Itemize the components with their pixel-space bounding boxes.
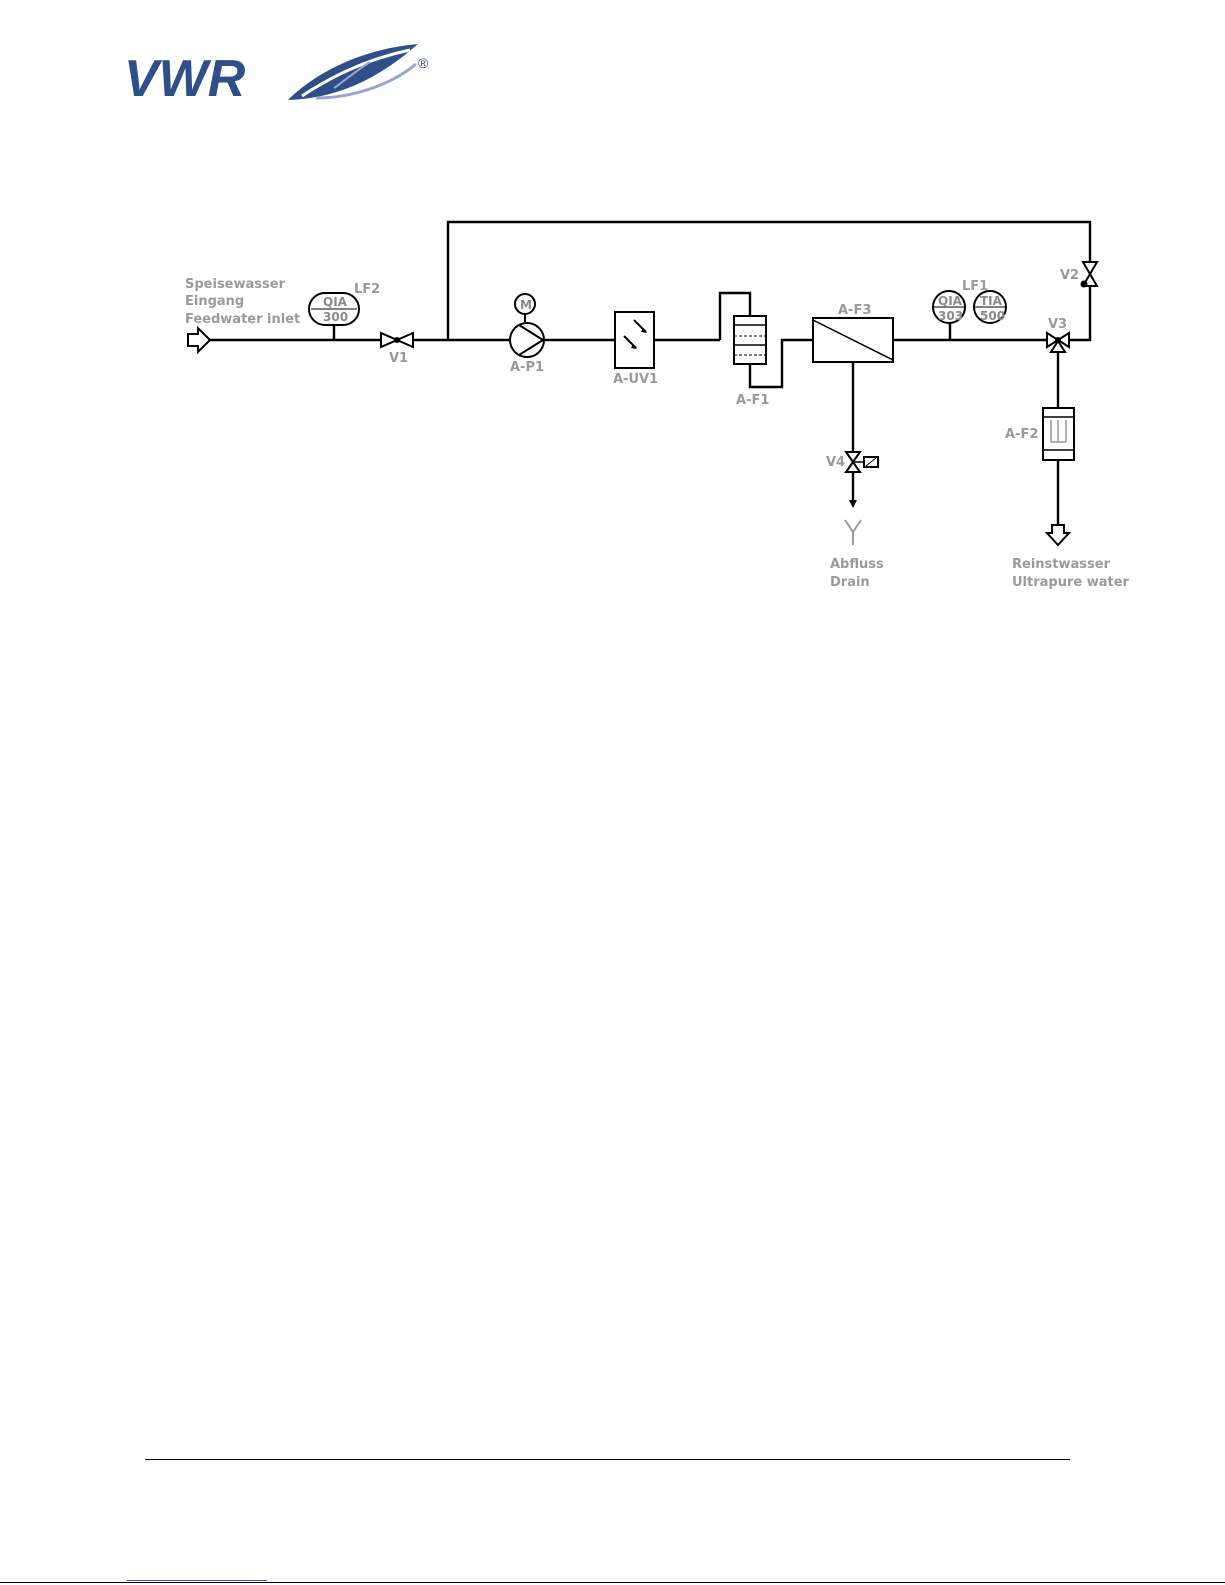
qia-303-bottom: 303 — [938, 309, 963, 323]
qia-300-bottom: 300 — [323, 310, 348, 324]
inlet-arrow-icon — [188, 328, 210, 352]
motor-label: M — [520, 298, 532, 312]
inlet-label-de2: Eingang — [185, 294, 244, 309]
filter-f1 — [734, 316, 766, 364]
motor-icon: M — [515, 294, 535, 322]
inlet-label-en: Feedwater inlet — [185, 312, 300, 327]
f1-label: A-F1 — [736, 393, 769, 408]
v2-label: V2 — [1060, 268, 1079, 283]
uv-unit — [615, 312, 654, 368]
bottom-link-underline — [127, 1580, 267, 1581]
footer-rule — [145, 1459, 1070, 1460]
valve-v4-icon — [846, 452, 878, 472]
valve-v1-icon — [381, 333, 413, 347]
qia-300-instrument: QIA 300 — [309, 293, 359, 325]
valve-v2-icon — [1081, 262, 1098, 288]
drain-arrow-icon — [849, 500, 857, 508]
membrane-f3 — [813, 318, 893, 362]
v1-label: V1 — [389, 351, 408, 366]
f2-label: A-F2 — [1005, 427, 1038, 442]
bottom-rule — [0, 1582, 1225, 1583]
tia-500-bottom: 500 — [980, 309, 1005, 323]
drain-label-de: Abfluss — [830, 557, 884, 572]
drain-funnel-icon — [845, 520, 861, 545]
valve-v3-icon — [1047, 333, 1069, 352]
lf2-label: LF2 — [354, 282, 380, 297]
drain-label-en: Drain — [830, 575, 870, 590]
pump-label: A-P1 — [510, 360, 544, 375]
pump-icon — [510, 323, 544, 357]
tia-500-instrument: TIA 500 — [974, 291, 1006, 323]
product-label-de: Reinstwasser — [1012, 557, 1111, 572]
product-label-en: Ultrapure water — [1012, 575, 1130, 590]
v4-label: V4 — [826, 455, 845, 470]
qia-300-top: QIA — [323, 295, 348, 309]
v3-label: V3 — [1048, 317, 1067, 332]
uv-label: A-UV1 — [613, 372, 658, 387]
inlet-label-de: Speisewasser — [185, 277, 286, 292]
qia-303-instrument: QIA 303 — [933, 291, 965, 323]
f3-label: A-F3 — [838, 303, 871, 318]
tia-500-top: TIA — [980, 294, 1003, 308]
filter-f2 — [1043, 408, 1074, 460]
qia-303-top: QIA — [938, 294, 963, 308]
product-arrow-icon — [1047, 525, 1069, 545]
